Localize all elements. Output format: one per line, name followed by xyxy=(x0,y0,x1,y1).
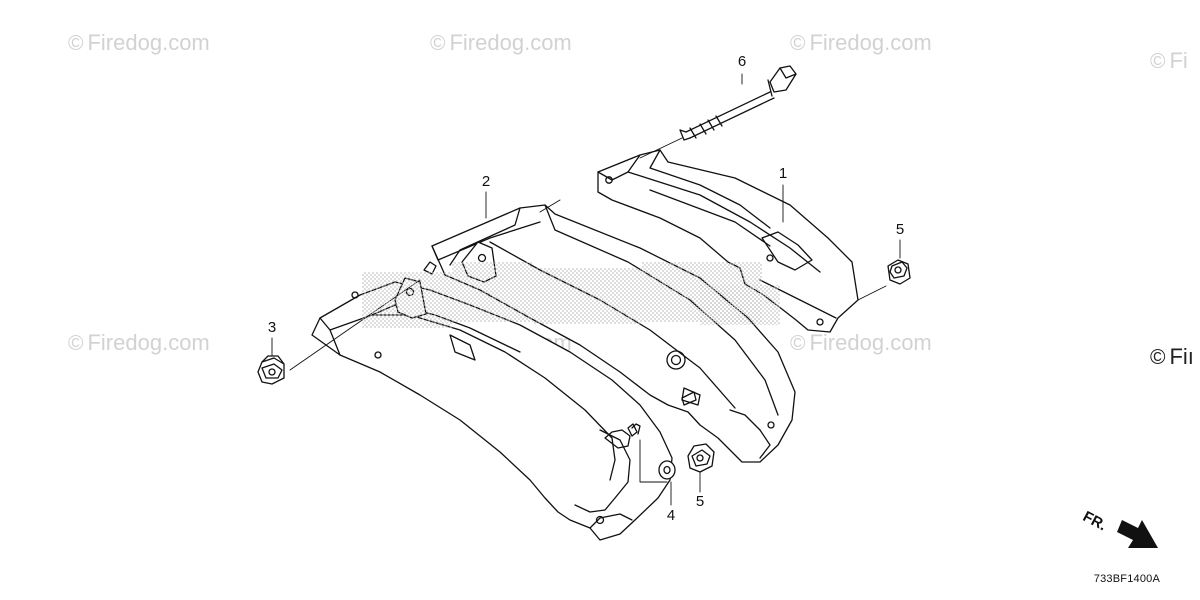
copyright-symbol: © xyxy=(68,332,84,355)
watermark: ©Firedog.com xyxy=(68,30,210,56)
watermark-text: Firedog.com xyxy=(87,30,210,55)
rear-fender-inner xyxy=(597,149,859,333)
stud-bolts xyxy=(627,391,697,437)
watermark-text: Firedog.com xyxy=(449,30,572,55)
copyright-symbol: © xyxy=(68,32,84,55)
copyright-symbol: © xyxy=(430,32,446,55)
flange-nut-left xyxy=(257,355,285,385)
callout-5-upper: 5 xyxy=(895,221,905,238)
watermark: ©Firedog.com xyxy=(790,30,932,56)
dot-pattern-overlay xyxy=(362,262,780,328)
watermark-text: Fiı xyxy=(1169,344,1194,369)
callout-5-lower: 5 xyxy=(695,493,705,510)
copyright-symbol: © xyxy=(790,332,806,355)
callout-6: 6 xyxy=(737,53,747,70)
watermark-text: Fi xyxy=(1169,48,1188,73)
callout-3: 3 xyxy=(267,319,277,336)
watermark: ©Fiı xyxy=(1150,344,1194,370)
copyright-symbol: © xyxy=(790,32,806,55)
callout-2: 2 xyxy=(481,173,491,190)
flange-nut-lower xyxy=(687,443,715,473)
copyright-symbol: © xyxy=(1150,50,1166,73)
watermark: ©Fi xyxy=(1150,48,1188,74)
watermark-text: Firedog.com xyxy=(809,30,932,55)
watermark: ©Firedog.com xyxy=(68,330,210,356)
watermark: ©Firedog.com xyxy=(790,330,932,356)
flange-nut-right-upper xyxy=(857,259,911,301)
front-direction-arrow-icon xyxy=(1117,520,1158,548)
callout-1: 1 xyxy=(778,165,788,182)
drawing-code: 733BF1400A xyxy=(1093,573,1160,585)
watermark-text: Firedog.com xyxy=(87,330,210,355)
flange-bolt xyxy=(679,65,797,141)
watermark-text: Firedog.com xyxy=(809,330,932,355)
callout-4: 4 xyxy=(666,507,676,524)
watermark: ©Firedog.com xyxy=(430,30,572,56)
washer xyxy=(658,460,676,480)
copyright-symbol: © xyxy=(1150,346,1166,369)
